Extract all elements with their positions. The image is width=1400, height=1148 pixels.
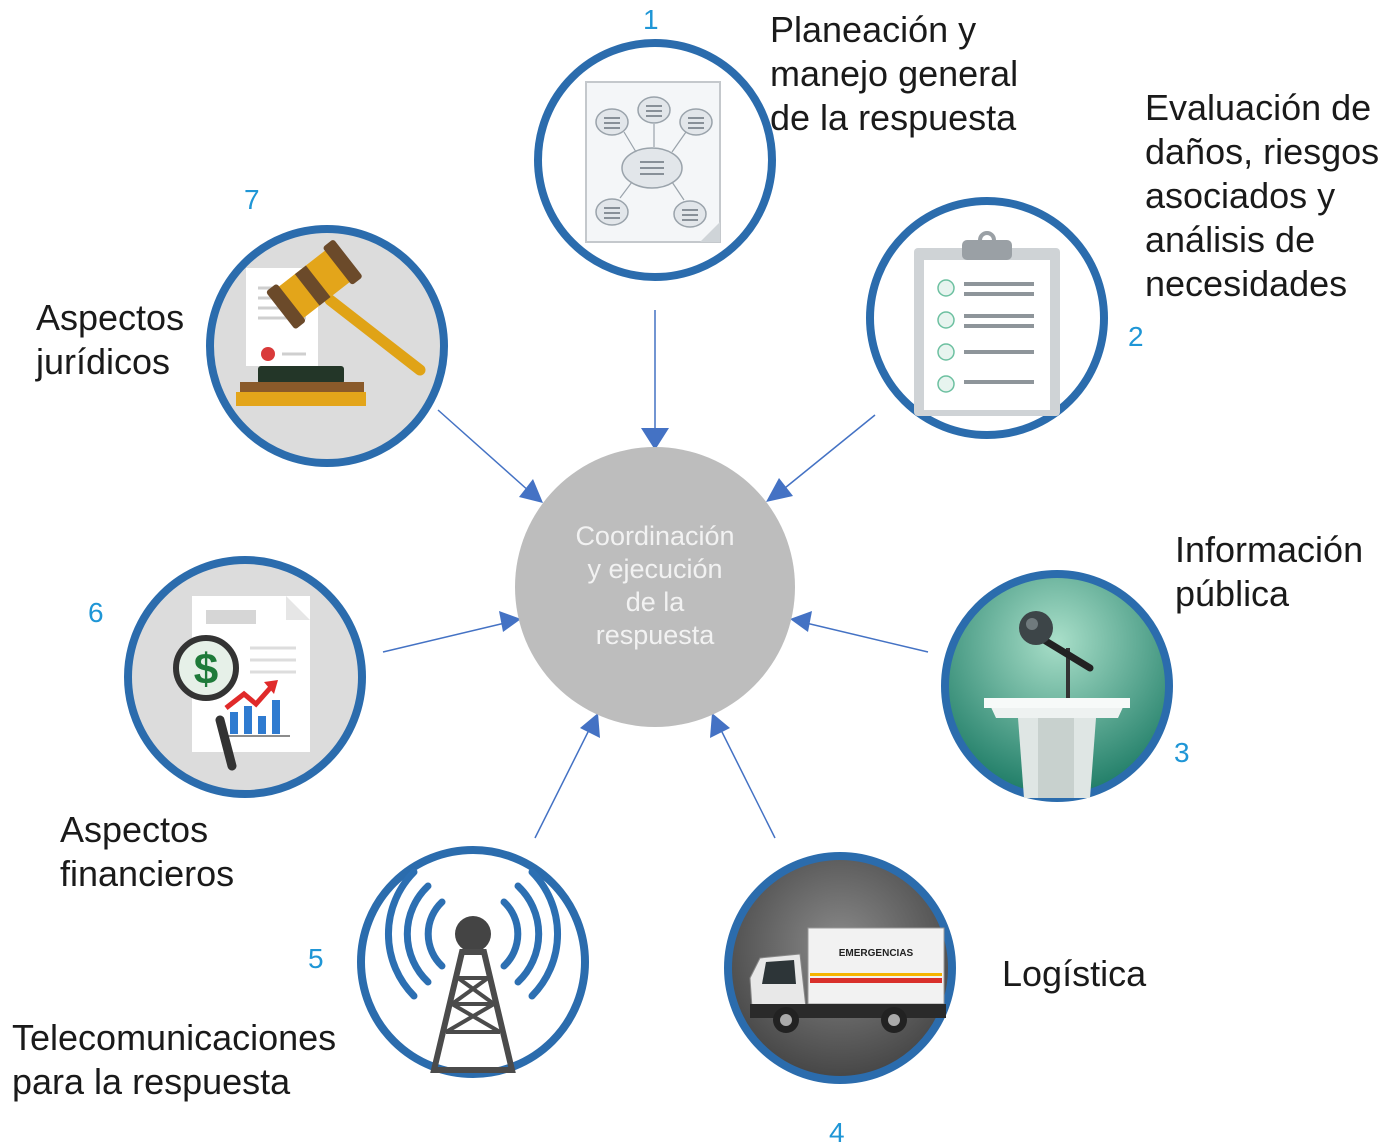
connector-arrows [382, 310, 929, 839]
center-circle [515, 447, 795, 727]
arrow-node-3 [805, 622, 929, 653]
node-1-label: Planeación y manejo general de la respue… [770, 9, 1019, 138]
node-2-icon-circle [866, 197, 1108, 439]
arrow-node-6 [382, 622, 506, 653]
concept-map-icon [585, 81, 721, 243]
node-7-label: Aspectos jurídicos [36, 297, 185, 382]
financial-magnifier-icon: $ [173, 596, 310, 771]
arrow-node-3-head [790, 611, 812, 632]
arrow-node-4-head [710, 713, 730, 738]
node-1-icon-circle [534, 39, 776, 281]
node-4-label: Logística [1002, 953, 1147, 994]
arrow-node-2 [779, 414, 876, 493]
svg-text:$: $ [194, 645, 218, 694]
arrow-node-5-head [580, 713, 600, 738]
node-2-number: 2 [1128, 321, 1144, 352]
node-4-icon-circle: EMERGENCIAS [724, 852, 956, 1084]
node-6-number: 6 [88, 597, 104, 628]
arrow-node-7 [437, 409, 531, 493]
emergency-truck-icon: EMERGENCIAS [749, 927, 946, 1033]
arrow-node-6-head [499, 611, 521, 632]
node-2-label: Evaluación de daños, riesgos asociados y… [1145, 87, 1380, 304]
clipboard-checklist-icon [914, 231, 1060, 416]
node-5-label: Telecomunicaciones para la respuesta [12, 1017, 337, 1102]
microphone-podium-icon [984, 611, 1130, 798]
node-3-number: 3 [1174, 737, 1190, 768]
radio-tower-icon [384, 868, 562, 1073]
node-4-number: 4 [829, 1117, 845, 1148]
node-6-icon-circle: $ [124, 556, 366, 798]
arrow-node-4 [719, 727, 776, 839]
node-7-number: 7 [244, 184, 260, 215]
arrow-node-5 [534, 727, 591, 839]
truck-emergency-text: EMERGENCIAS [839, 948, 914, 959]
arrow-node-2-head [766, 478, 793, 502]
node-7-icon-circle [206, 225, 448, 467]
node-5-number: 5 [308, 943, 324, 974]
node-3-icon-circle [941, 570, 1173, 802]
node-1-number: 1 [643, 4, 659, 35]
arrow-node-7-head [519, 479, 543, 503]
center-circle-text: Coordinación y ejecución de la respuesta [575, 521, 735, 650]
gavel-icon [236, 240, 426, 406]
node-5-icon-circle [357, 846, 589, 1078]
arrow-node-1-head [641, 428, 669, 450]
node-3-label: Información pública [1175, 529, 1364, 614]
node-6-label: Aspectos financieros [60, 809, 235, 894]
